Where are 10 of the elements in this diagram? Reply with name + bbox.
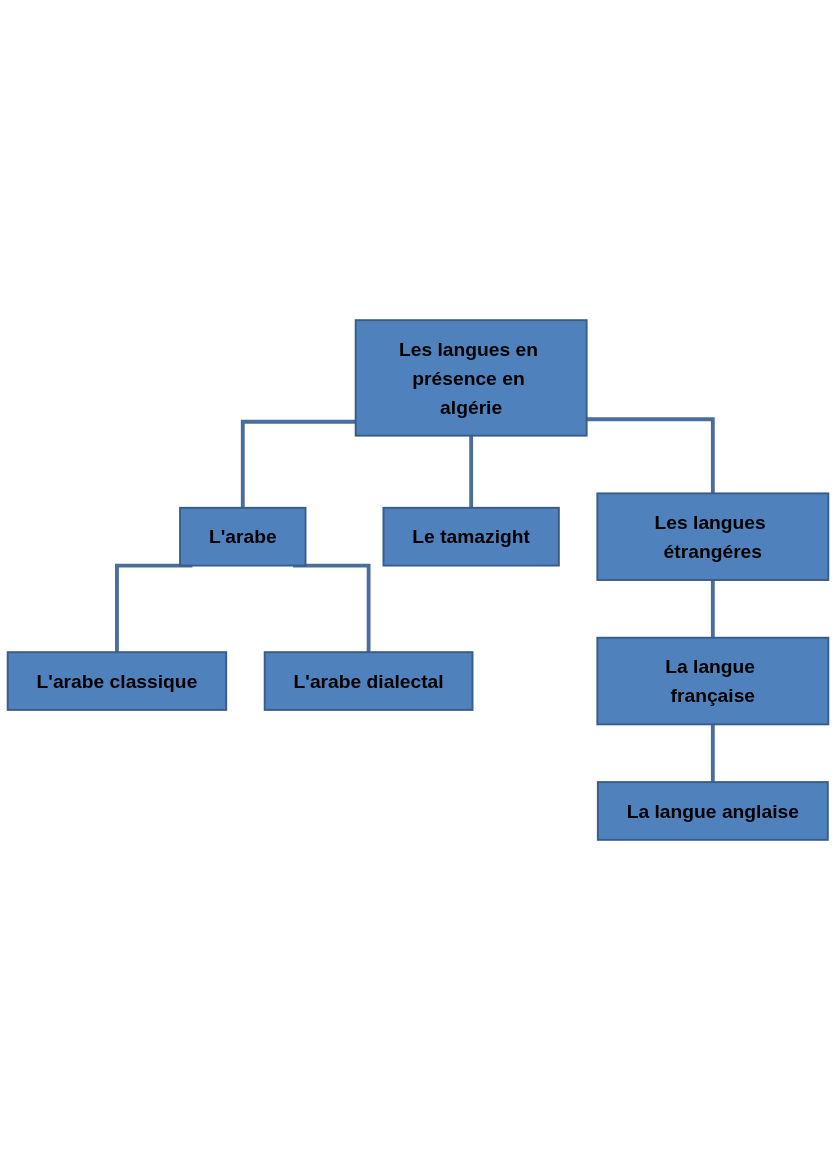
node-box: La langue anglaise	[596, 781, 829, 841]
node-box: Les langues en présence en algérie	[354, 319, 588, 437]
node-box: Les langues étrangéres	[596, 492, 830, 581]
node-box: L'arabe dialectal	[263, 651, 474, 711]
node-box: L'arabe	[179, 506, 307, 567]
node-box: Le tamazight	[382, 506, 560, 567]
node-box: L'arabe classique	[6, 651, 228, 711]
connector	[586, 417, 715, 494]
connector	[240, 419, 356, 508]
node-box: La langue française	[596, 636, 830, 726]
